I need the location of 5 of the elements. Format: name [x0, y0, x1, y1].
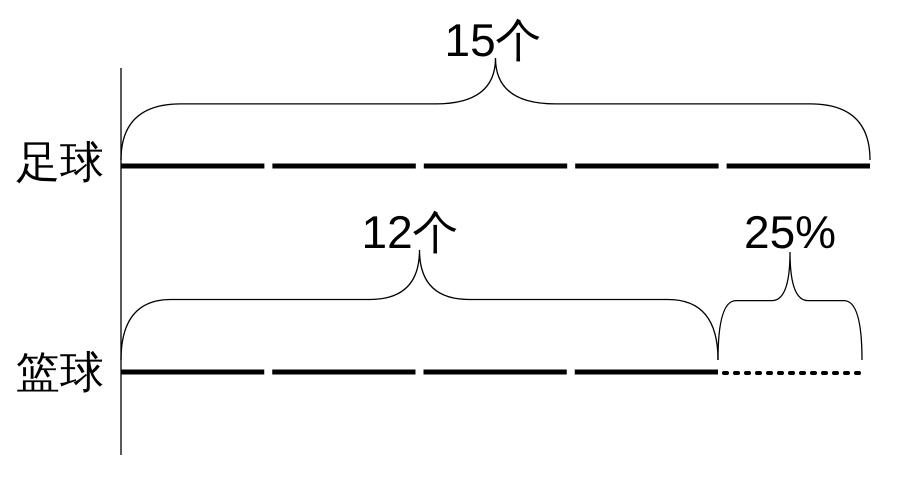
quantity-label: 12个 [362, 209, 459, 255]
percent-label: 25% [744, 209, 836, 255]
quantity-label: 15个 [444, 17, 542, 63]
category-label: 足球 [16, 141, 104, 185]
category-label: 篮球 [16, 351, 104, 395]
